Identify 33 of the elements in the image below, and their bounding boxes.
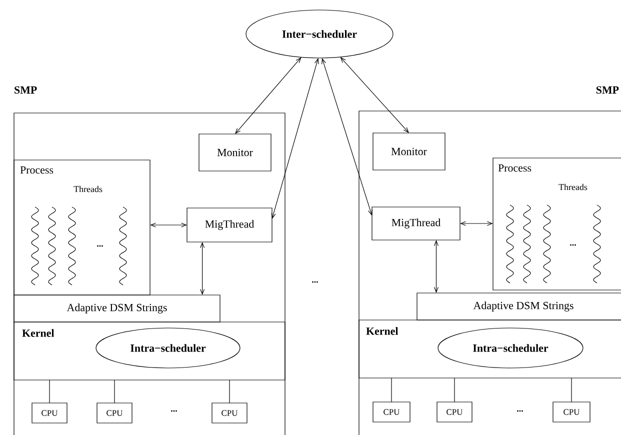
arrow (460, 221, 493, 226)
dsm-strings-box: Adaptive DSM Strings (416, 292, 621, 320)
arrow (340, 57, 409, 133)
connector-line (49, 380, 50, 404)
cpu-box: CPU (552, 402, 590, 422)
ellipsis: ... (570, 244, 576, 246)
ellipsis: ... (171, 410, 177, 412)
smp-label: SMP (14, 86, 37, 94)
arrow (271, 58, 319, 220)
ellipsis: ... (312, 281, 318, 283)
connector-line (229, 380, 230, 404)
cpu-box: CPU (372, 402, 410, 422)
arrow (200, 242, 205, 295)
ellipsis: ... (97, 245, 103, 247)
cpu-box: CPU (32, 402, 68, 424)
connector-line (391, 378, 392, 402)
connector-line (571, 378, 572, 402)
arrow (150, 222, 187, 228)
ellipsis: ... (517, 410, 523, 412)
connector-line (114, 380, 115, 404)
arrow (434, 240, 439, 293)
cpu-box: CPU (212, 402, 248, 424)
cpu-box: CPU (436, 402, 472, 422)
arrow (322, 58, 372, 216)
arrow (235, 57, 302, 134)
dsm-strings-box: Adaptive DSM Strings (14, 294, 220, 322)
migthread-box: MigThread (186, 208, 272, 242)
cpu-box: CPU (96, 402, 132, 424)
connector-line (454, 378, 455, 402)
smp-label: SMP (596, 86, 619, 94)
monitor-box: Monitor (372, 132, 446, 170)
monitor-box: Monitor (198, 134, 272, 172)
migthread-box: MigThread (372, 206, 460, 240)
